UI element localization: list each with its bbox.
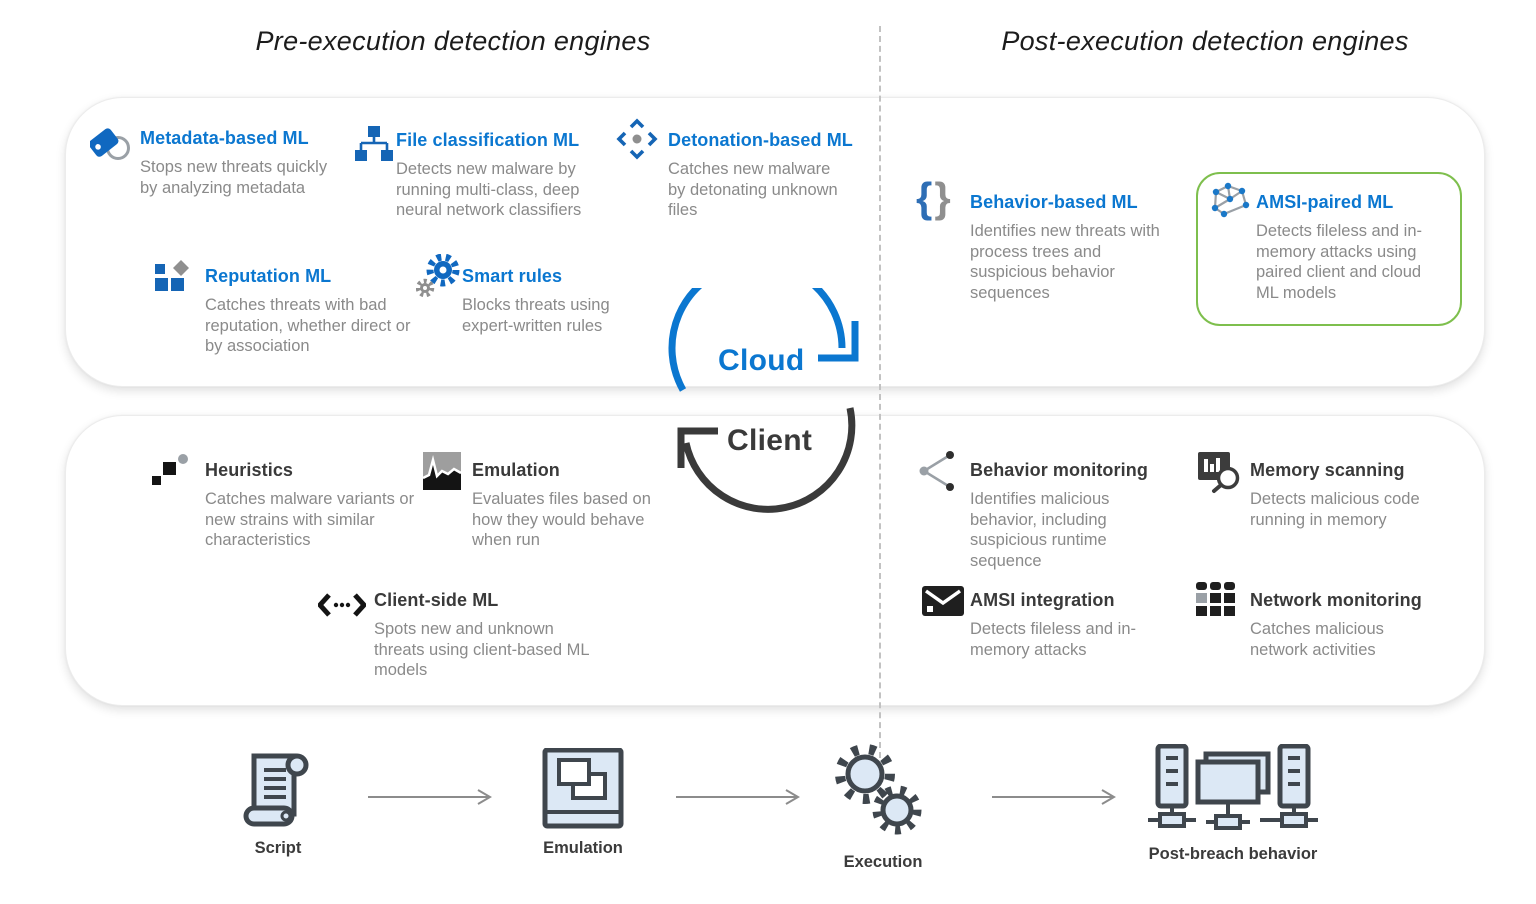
flow-step-emulation: Emulation <box>503 747 663 858</box>
engine-desc: Detects fileless and in-memory attacks <box>970 620 1136 659</box>
flow-step-post-breach: Post-breach behavior <box>1143 743 1323 864</box>
engine-desc: Evaluates files based on how they would … <box>472 490 651 549</box>
cloud-client-loop-arrows <box>668 288 859 513</box>
engine-title: Network monitoring <box>1250 590 1422 610</box>
flow-step-label: Script <box>254 839 302 857</box>
engine-title: Reputation ML <box>205 266 332 286</box>
engine-desc: Catches new malware by detonating unknow… <box>668 160 838 219</box>
engine-title: Heuristics <box>205 460 294 480</box>
engine-title: Smart rules <box>462 266 563 286</box>
engine-title: Detonation-based ML <box>668 130 853 150</box>
flow-arrow-icon <box>992 789 1116 805</box>
flow-step-execution: Execution <box>803 744 963 872</box>
emulation-window-icon <box>541 747 625 835</box>
pre-execution-title: Pre-execution detection engines <box>255 26 651 56</box>
engine-desc: Catches threats with bad reputation, whe… <box>205 296 411 355</box>
engine-title: Emulation <box>472 460 560 480</box>
cloud-label: Cloud <box>718 344 805 377</box>
client-label: Client <box>727 424 813 457</box>
flow-step-label: Post-breach behavior <box>1148 845 1318 863</box>
gears-icon <box>415 253 460 305</box>
engine-title: Memory scanning <box>1250 460 1405 480</box>
engine-desc: Catches malware variants or new strains … <box>205 490 415 549</box>
reputation-icon <box>153 260 193 303</box>
client-engines-panel <box>65 415 1485 706</box>
engine-desc: Blocks threats using expert-written rule… <box>462 296 610 335</box>
envelope-icon <box>922 586 964 623</box>
engine-title: File classification ML <box>396 130 580 150</box>
engine-desc: Stops new threats quickly by analyzing m… <box>140 158 328 197</box>
engine-desc: Spots new and unknown threats using clie… <box>374 620 589 679</box>
engine-desc: Detects fileless and in-memory attacks u… <box>1256 222 1422 302</box>
flow-arrow-icon <box>368 789 492 805</box>
engine-desc: Identifies new threats with process tree… <box>970 222 1160 302</box>
tag-icon <box>88 124 136 169</box>
engine-title: Metadata-based ML <box>140 128 309 148</box>
heuristics-icon <box>150 450 190 495</box>
script-icon <box>240 746 316 835</box>
engine-title: Behavior-based ML <box>970 192 1138 212</box>
grid-icon <box>1196 582 1236 623</box>
engine-desc: Detects malicious code running in memory <box>1250 490 1420 529</box>
share-icon <box>914 448 958 499</box>
gears-outline-icon <box>835 744 931 849</box>
memory-scan-icon <box>1196 450 1242 499</box>
engine-desc: Catches malicious network activities <box>1250 620 1384 659</box>
network-graph-icon <box>1208 182 1254 229</box>
engine-title: Behavior monitoring <box>970 460 1148 480</box>
code-brackets-icon <box>316 593 368 622</box>
computers-network-icon <box>1148 743 1318 841</box>
braces-icon: {} <box>916 174 953 221</box>
flow-arrow-icon <box>676 789 800 805</box>
flow-step-label: Execution <box>843 853 923 871</box>
emulation-chart-icon <box>422 452 462 495</box>
detonation-icon <box>616 118 658 165</box>
pre-post-divider-line <box>879 26 881 758</box>
post-execution-title: Post-execution detection engines <box>1001 26 1409 56</box>
flow-step-script: Script <box>198 746 358 858</box>
flow-step-label: Emulation <box>543 839 623 857</box>
amsi-paired-highlight-box <box>1196 172 1462 326</box>
engine-title: AMSI-paired ML <box>1256 192 1394 212</box>
engine-title: Client-side ML <box>374 590 499 610</box>
engine-title: AMSI integration <box>970 590 1115 610</box>
hierarchy-icon <box>354 126 394 168</box>
engine-desc: Detects new malware by running multi-cla… <box>396 160 582 219</box>
engine-desc: Identifies malicious behavior, including… <box>970 490 1110 570</box>
